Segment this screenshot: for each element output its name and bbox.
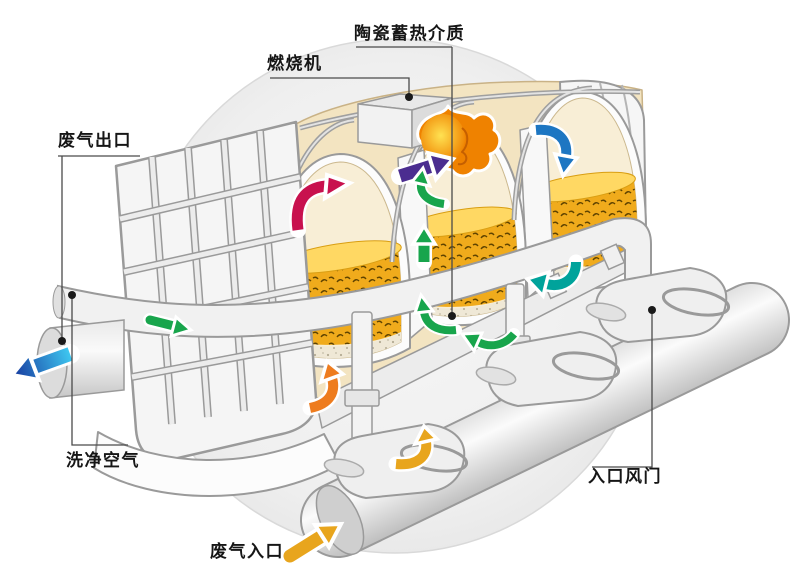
label-waste-gas-outlet: 废气出口: [58, 131, 132, 151]
leader-inlet-damper: [592, 312, 653, 468]
label-clean-air: 洗净空气: [66, 451, 140, 471]
chamber1-bottom-arrow: [302, 357, 347, 416]
chamber3-bottom-arrow: [523, 254, 584, 300]
lattice-grid: [119, 130, 313, 425]
leader-clean-air: [71, 295, 128, 446]
valve-bypass-arrow: [388, 423, 441, 472]
chamber2-curl-arrow: [409, 165, 450, 210]
leader-waste-gas-outlet: [58, 155, 140, 339]
label-waste-gas-inlet: 废气入口: [210, 542, 284, 562]
leader-burner: [270, 77, 410, 95]
combustion-chamber-arrow: [391, 150, 457, 185]
chamber3-down-arrow: [528, 122, 581, 180]
chamber1-up-arrow: [289, 172, 355, 238]
label-burner: 燃烧机: [267, 54, 323, 74]
lattice-face: [114, 120, 318, 461]
chamber2-bottom-curl-arrow: [412, 291, 462, 337]
inlet-damper-cone-2: [475, 330, 621, 408]
chamber2-up-arrow: [409, 222, 439, 270]
inlet-damper-cone-3: [585, 266, 731, 344]
label-inlet-damper: 入口风门: [588, 467, 662, 487]
waste-gas-inflow-arrow: [280, 521, 345, 566]
leader-ceramic-media: [356, 46, 453, 314]
chamber2-left-curl-arrow: [459, 328, 520, 355]
duct-flow-arrow: [143, 313, 195, 339]
clean-air-outflow-arrow: [8, 344, 80, 383]
label-ceramic-heat-storage-media: 陶瓷蓄热介质: [354, 24, 465, 44]
leader-lines: [58, 46, 653, 468]
leader-dots: [58, 93, 656, 345]
